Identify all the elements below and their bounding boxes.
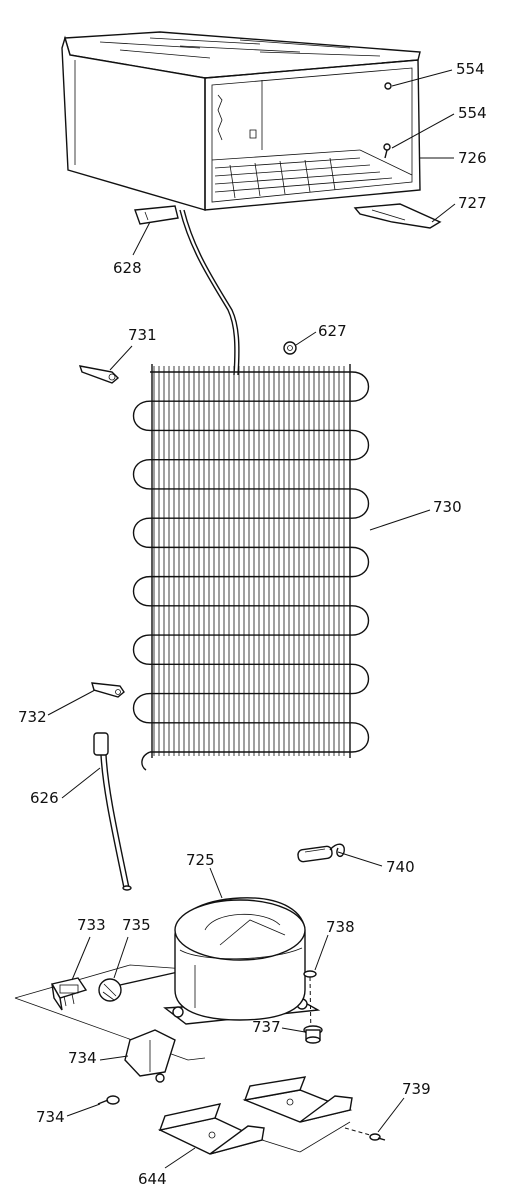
callout-628: 628 (113, 259, 142, 277)
overload-protector (98, 971, 179, 1002)
bracket-right (353, 203, 442, 229)
rail-bolt (344, 1127, 386, 1141)
condenser-wires (153, 366, 345, 756)
wiring-harness (297, 843, 345, 863)
callout-626: 626 (30, 789, 59, 807)
callout-730: 730 (433, 498, 462, 516)
callout-735: 735 (122, 916, 151, 934)
clip-top (283, 341, 297, 355)
callout-739: 739 (402, 1080, 431, 1098)
callout-727: 727 (458, 194, 487, 212)
clamp-upper (78, 365, 120, 384)
screw-upper (384, 82, 392, 90)
screw-lower (383, 143, 391, 159)
callout-733: 733 (77, 916, 106, 934)
leader-lines (47, 69, 456, 1169)
capacitor-screw (97, 1095, 120, 1105)
callout-731: 731 (128, 326, 157, 344)
callout-738: 738 (326, 918, 355, 936)
callout-734-screw: 734 (36, 1108, 65, 1126)
callout-734-capacitor: 734 (68, 1049, 97, 1067)
callout-554-lower: 554 (458, 104, 487, 122)
mount-rail-left (157, 1103, 351, 1155)
condenser-outlet (141, 751, 151, 771)
callout-740: 740 (386, 858, 415, 876)
condenser-tube (133, 371, 369, 753)
callout-627: 627 (318, 322, 347, 340)
callout-644: 644 (138, 1170, 167, 1188)
callout-554-upper: 554 (456, 60, 485, 78)
drain-tube (93, 732, 132, 891)
condenser-coil (133, 364, 369, 771)
clamp-lower (91, 682, 125, 698)
compressor (163, 897, 321, 1025)
bracket-left (134, 205, 179, 225)
callout-737: 737 (252, 1018, 281, 1036)
callout-726: 726 (458, 149, 487, 167)
cabinet-box (61, 31, 421, 211)
mount-rail-right (242, 1076, 353, 1123)
callout-732: 732 (18, 708, 47, 726)
capacitor (124, 1029, 176, 1083)
callout-725: 725 (186, 851, 215, 869)
mount-washer (303, 1025, 323, 1044)
relay (50, 977, 88, 1011)
